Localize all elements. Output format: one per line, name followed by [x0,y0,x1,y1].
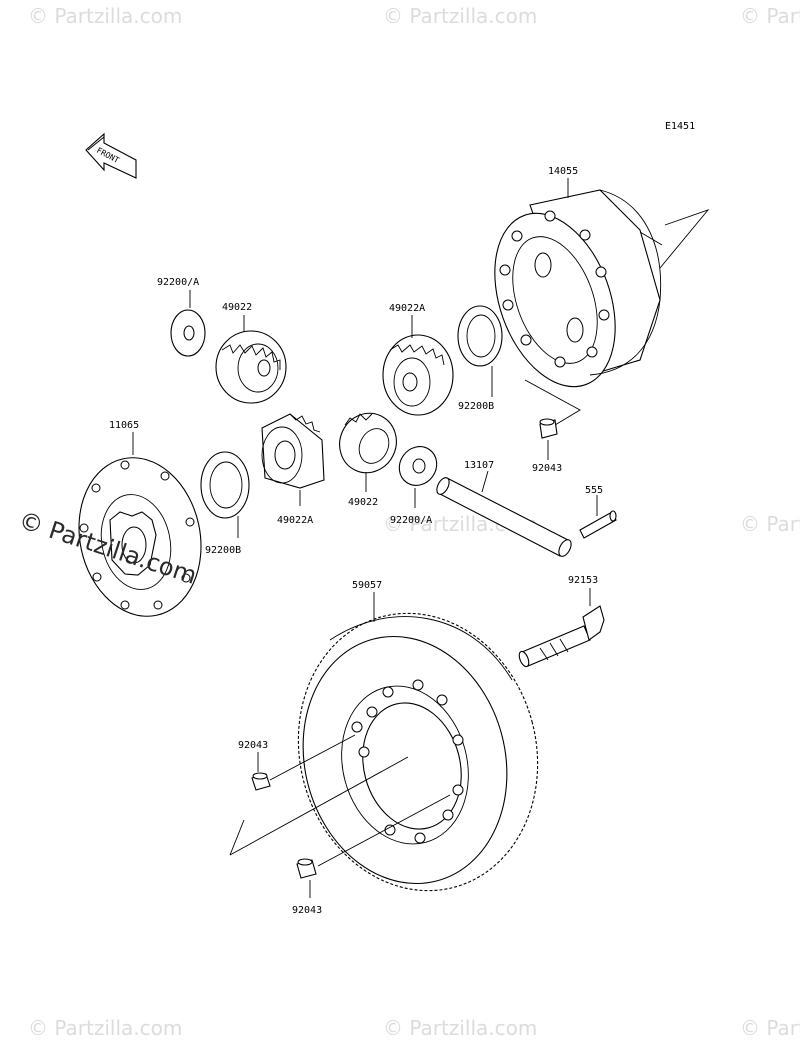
label-92153: 92153 [568,575,598,586]
label-49022A-mid: 49022A [277,515,313,526]
label-92200B-left: 92200B [205,545,241,556]
washer-92200A-mid[interactable] [392,439,444,492]
label-92043-right: 92043 [532,463,562,474]
washer-92200A-top[interactable] [170,309,206,357]
pinion-shaft-13107[interactable] [434,476,573,559]
label-49022A-top: 49022A [389,303,425,314]
ring-gear-59057[interactable] [268,586,568,918]
label-92200B-right: 92200B [458,401,494,412]
label-92043-left: 92043 [238,740,268,751]
label-555: 555 [585,485,603,496]
watermark-bottom-right: © Partzilla.com [740,1016,800,1040]
label-11065: 11065 [109,420,139,431]
pinion-gear-49022-mid[interactable] [330,404,406,482]
bolt-92153[interactable] [517,605,605,668]
watermark-mid-right: © Partzilla.com [740,512,800,536]
watermark-bottom-left: © Partzilla.com [28,1016,183,1040]
watermark-top-right: © Partzilla.com [740,4,800,28]
side-gear-49022A-top[interactable] [382,334,454,416]
differential-case-14055[interactable] [473,189,710,403]
label-92200A-mid: 92200/A [390,515,432,526]
label-59057: 59057 [352,580,382,591]
label-49022-top: 49022 [222,302,252,313]
label-92043-bottom: 92043 [292,905,322,916]
watermark-top-left: © Partzilla.com [28,4,183,28]
label-14055: 14055 [548,166,578,177]
washer-92200B-right[interactable] [457,305,503,367]
pin-555[interactable] [579,510,617,539]
front-arrow-icon: FRONT [85,132,137,179]
label-13107: 13107 [464,460,494,471]
label-92200A-top: 92200/A [157,277,199,288]
dowel-pin-92043-bottom[interactable] [296,858,317,879]
side-gear-49022A-mid[interactable] [261,413,325,489]
dowel-pin-92043-right[interactable] [539,418,558,439]
watermark-top-center: © Partzilla.com [383,4,538,28]
dowel-pin-92043-left[interactable] [251,772,271,791]
side-gear-49022-top[interactable] [215,330,287,404]
diagram-code: E1451 [665,121,695,132]
washer-92200B-left[interactable] [200,451,250,519]
label-49022-mid: 49022 [348,497,378,508]
cover-flange-11065[interactable] [65,446,216,627]
watermark-bottom-center: © Partzilla.com [383,1016,538,1040]
